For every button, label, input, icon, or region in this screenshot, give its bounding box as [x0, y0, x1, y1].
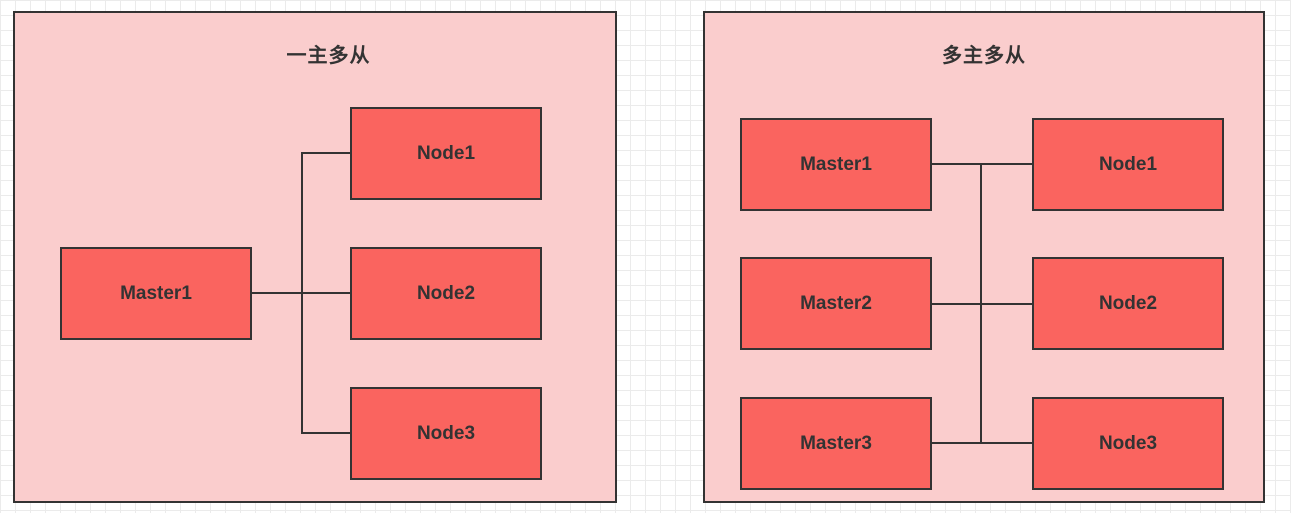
box-master1-label: Master1	[800, 153, 872, 175]
panel-single-master: 一主多从 Master1 Node1 Node2 Node3	[13, 11, 617, 503]
box-node3-label: Node3	[1098, 432, 1158, 454]
panel-title-multi-master: 多主多从	[942, 45, 1026, 67]
connector-row2	[932, 303, 1032, 305]
box-master1: Master1	[740, 118, 932, 211]
box-master1: Master1	[60, 247, 252, 340]
panel-multi-master: 多主多从 Master1 Master2 Master3 Node1 Node2…	[703, 11, 1265, 503]
box-node1-label: Node1	[1098, 153, 1158, 175]
box-node3-label: Node3	[416, 422, 476, 444]
box-master3: Master3	[740, 397, 932, 490]
box-node1: Node1	[1032, 118, 1224, 211]
box-master1-label: Master1	[120, 282, 192, 304]
box-node2: Node2	[1032, 257, 1224, 350]
connector-bus-to-node3	[301, 432, 351, 434]
box-master2: Master2	[740, 257, 932, 350]
connector-bus-vertical	[301, 152, 303, 434]
connector-row1	[932, 163, 1032, 165]
box-node1-label: Node1	[416, 142, 476, 164]
box-node1: Node1	[350, 107, 542, 200]
box-node3: Node3	[1032, 397, 1224, 490]
connector-bus-to-node1	[301, 152, 351, 154]
box-node2-label: Node2	[416, 282, 476, 304]
box-node2-label: Node2	[1098, 292, 1158, 314]
connector-row3	[932, 442, 1032, 444]
box-master2-label: Master2	[800, 292, 872, 314]
box-node2: Node2	[350, 247, 542, 340]
connector-bus-vertical	[980, 163, 982, 444]
box-master3-label: Master3	[800, 432, 872, 454]
panel-title-single-master: 一主多从	[286, 45, 371, 67]
box-node3: Node3	[350, 387, 542, 480]
